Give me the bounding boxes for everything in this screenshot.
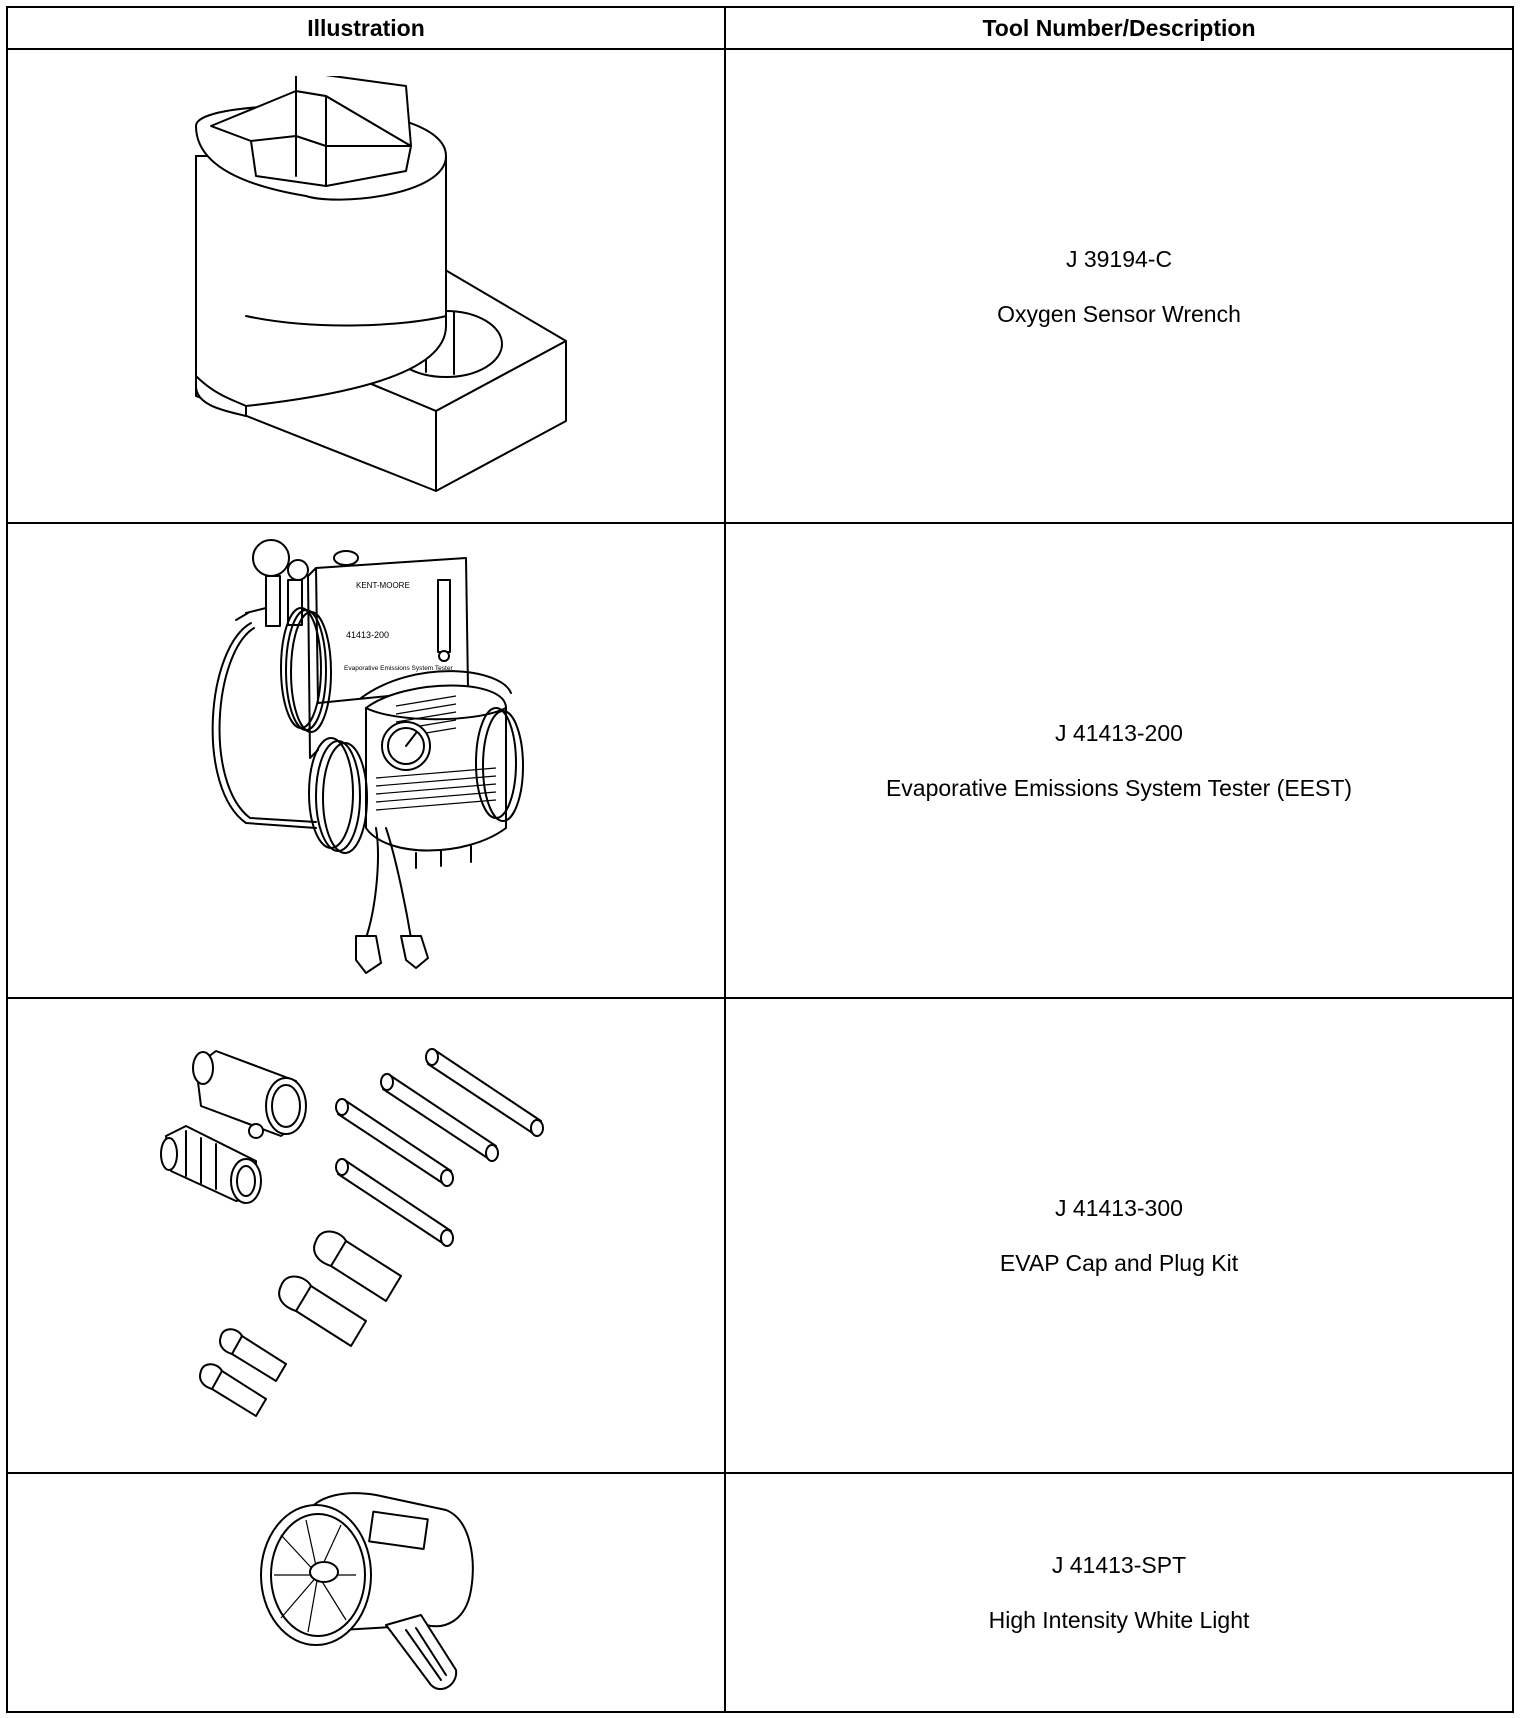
tester-brand-text: KENT-MOORE bbox=[356, 581, 410, 590]
illustration-cell bbox=[6, 997, 726, 1474]
tool-description: High Intensity White Light bbox=[988, 1607, 1250, 1633]
emissions-tester-illustration: KENT-MOORE 41413-200 Evaporative Emissio… bbox=[211, 539, 524, 974]
oxygen-sensor-wrench-illustration bbox=[195, 76, 567, 492]
tool-info-cell: J 41413-300 EVAP Cap and Plug Kit bbox=[724, 997, 1514, 1474]
tool-description: Evaporative Emissions System Tester (EES… bbox=[885, 775, 1353, 801]
tool-info-cell: J 41413-SPT High Intensity White Light bbox=[724, 1472, 1514, 1713]
table-row: J 41413-300 EVAP Cap and Plug Kit bbox=[6, 997, 1514, 1474]
tool-number: J 41413-200 bbox=[1055, 720, 1183, 746]
table-row: J 41413-SPT High Intensity White Light bbox=[6, 1472, 1514, 1713]
table-header-row: Illustration Tool Number/Description bbox=[6, 6, 1514, 50]
tool-info-cell: J 41413-200 Evaporative Emissions System… bbox=[724, 522, 1514, 999]
illustration-column-header: Illustration bbox=[6, 6, 726, 50]
special-tools-table: Illustration Tool Number/Description bbox=[6, 6, 1514, 1713]
illustration-cell: KENT-MOORE 41413-200 Evaporative Emissio… bbox=[6, 522, 726, 999]
tool-description: EVAP Cap and Plug Kit bbox=[999, 1250, 1239, 1276]
tool-description: Oxygen Sensor Wrench bbox=[997, 300, 1241, 327]
table-row: KENT-MOORE 41413-200 Evaporative Emissio… bbox=[6, 522, 1514, 999]
illustration-cell bbox=[6, 1472, 726, 1713]
cap-and-plug-kit-illustration bbox=[160, 1047, 544, 1417]
tool-number-description-column-header: Tool Number/Description bbox=[724, 6, 1514, 50]
tool-info-cell: J 39194-C Oxygen Sensor Wrench bbox=[724, 48, 1514, 524]
tester-model-text: 41413-200 bbox=[346, 630, 389, 640]
tool-number: J 41413-300 bbox=[1055, 1195, 1183, 1221]
tester-label-text: Evaporative Emissions System Tester bbox=[344, 665, 453, 672]
tool-number: J 39194-C bbox=[1065, 245, 1173, 272]
table-row: J 39194-C Oxygen Sensor Wrench bbox=[6, 48, 1514, 524]
tool-number: J 41413-SPT bbox=[1051, 1552, 1187, 1578]
illustration-cell bbox=[6, 48, 726, 524]
white-light-illustration bbox=[260, 1492, 474, 1690]
